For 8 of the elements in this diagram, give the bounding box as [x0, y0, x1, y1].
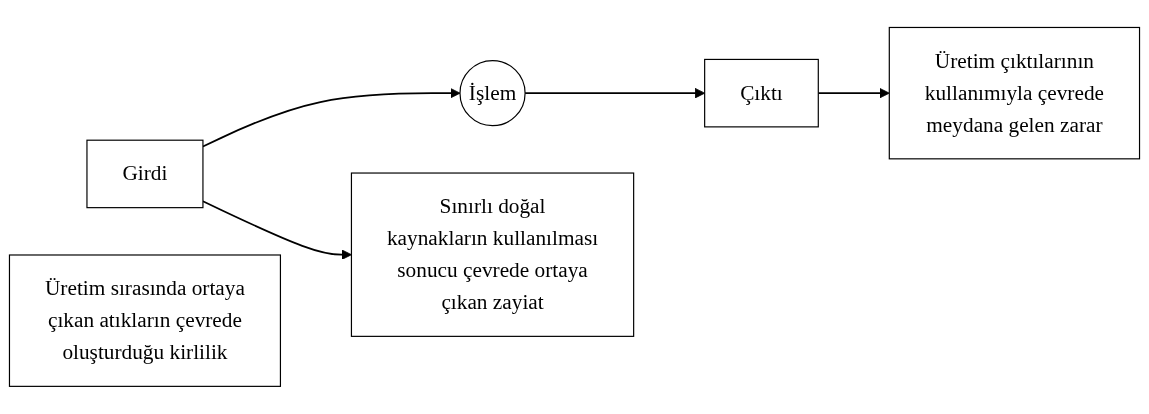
- arrow: [202, 88, 461, 148]
- node-box: Sınırlı doğal kaynakların kullanılması sonucu çevrede ortaya çıkan zayiat: [350, 172, 635, 338]
- node-box: Üretim çıktılarının kullanımıyla çevrede meydana gelen zarar: [888, 26, 1141, 160]
- arrow: [202, 200, 352, 260]
- node-box: Çıktı: [704, 58, 819, 128]
- node-box: Girdi: [86, 139, 204, 209]
- node-box: Üretim sırasında ortaya çıkan atıkların çevrede oluşturduğu kirlilik: [8, 254, 281, 388]
- node-circle: İşlem: [459, 60, 526, 127]
